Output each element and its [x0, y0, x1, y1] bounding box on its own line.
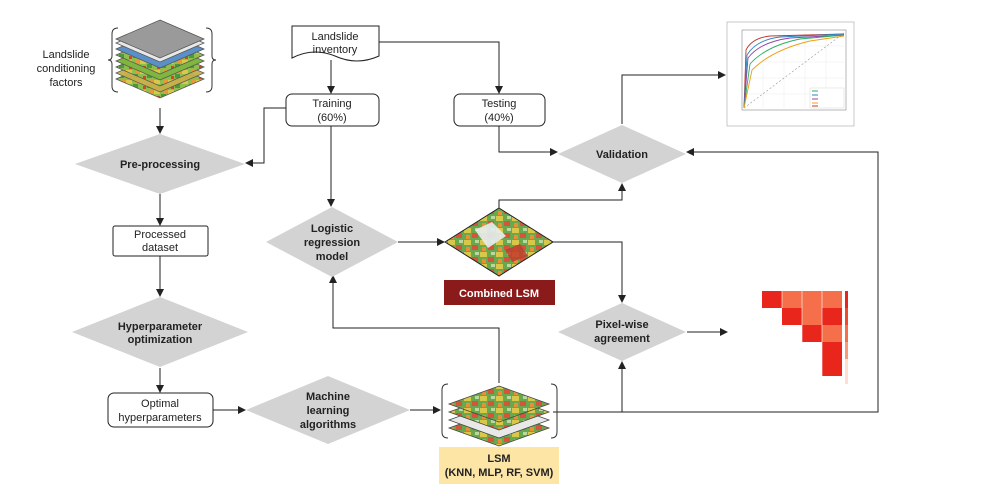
ml-line1: Machine — [306, 391, 350, 403]
factors-label-line3: factors — [49, 77, 83, 89]
pixelwise-line2: agreement — [594, 333, 650, 345]
heatmap-cells — [762, 291, 842, 376]
inventory-line1: Landslide — [311, 31, 358, 43]
ml-line3: algorithms — [300, 419, 356, 431]
ml-line2: learning — [307, 405, 350, 417]
optimal-line2: hyperparameters — [118, 412, 202, 424]
right-brace-icon — [205, 27, 217, 93]
roc-curve-thumbnail — [726, 21, 855, 127]
lsm-stack-group — [441, 383, 558, 447]
processed-dataset-node: Processed dataset — [112, 225, 209, 257]
conditioning-factors-group: Landslide conditioning factors — [37, 19, 217, 99]
optimal-line1: Optimal — [141, 398, 179, 410]
connectors — [156, 41, 879, 414]
combined-map-image — [444, 207, 554, 277]
agreement-heatmap-thumbnail — [762, 291, 848, 384]
inventory-line2: inventory — [313, 44, 358, 56]
pixelwise-node: Pixel-wise agreement — [558, 303, 686, 361]
hyperopt-line1: Hyperparameter — [118, 321, 203, 333]
lsm-label-box: LSM (KNN, MLP, RF, SVM) — [439, 447, 559, 484]
lsm-line1: LSM — [487, 453, 510, 465]
lsm-line2: (KNN, MLP, RF, SVM) — [445, 467, 554, 479]
combined-lsm-label: Combined LSM — [459, 288, 539, 300]
training-node: Training (60%) — [285, 93, 380, 127]
hyperopt-node: Hyperparameter optimization — [72, 297, 248, 367]
hyperopt-line2: optimization — [128, 334, 193, 346]
factors-label-line1: Landslide — [42, 49, 89, 61]
lsm-layer-stack-icon — [447, 385, 551, 447]
left-brace-icon — [107, 27, 119, 93]
layer-stack-icon — [114, 19, 206, 99]
inventory-node: Landslide inventory — [291, 25, 380, 62]
lsm-right-bracket-icon — [550, 383, 558, 439]
training-line2: (60%) — [317, 112, 346, 124]
combined-lsm-box: Combined LSM — [444, 280, 555, 305]
logistic-regression-node: Logistic regression model — [266, 207, 398, 277]
factors-label-line2: conditioning — [37, 63, 96, 75]
optimal-hyperparameters-node: Optimal hyperparameters — [107, 392, 214, 428]
testing-node: Testing (40%) — [453, 93, 546, 127]
training-line1: Training — [312, 98, 351, 110]
validation-label: Validation — [596, 149, 648, 161]
testing-line2: (40%) — [484, 112, 513, 124]
preprocessing-label: Pre-processing — [120, 159, 200, 171]
processed-line2: dataset — [142, 242, 178, 254]
processed-line1: Processed — [134, 229, 186, 241]
lr-line2: regression — [304, 237, 361, 249]
testing-line1: Testing — [482, 98, 517, 110]
lr-line1: Logistic — [311, 223, 353, 235]
validation-node: Validation — [558, 125, 686, 183]
ml-algorithms-node: Machine learning algorithms — [246, 376, 410, 444]
lr-line3: model — [316, 251, 348, 263]
heatmap-colorbar — [845, 291, 848, 384]
preprocessing-node: Pre-processing — [75, 134, 245, 194]
lsm-left-bracket-icon — [441, 383, 449, 439]
pixelwise-line1: Pixel-wise — [595, 319, 648, 331]
